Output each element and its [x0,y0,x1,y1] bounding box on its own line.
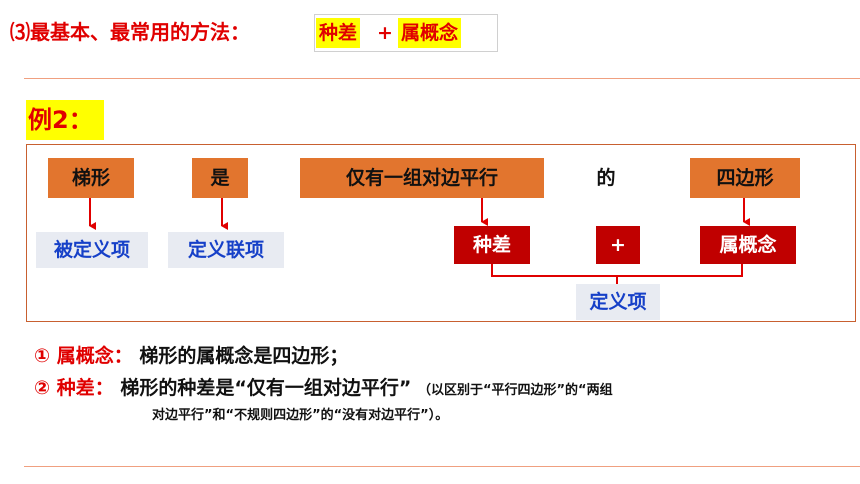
method-heading: ⑶最基本、最常用的方法： [10,20,250,44]
note-genus-label: ① 属概念： [34,345,133,367]
note-difference-aside-cont: 对边平行”和“不规则四边形”的“没有对边平行”）。 [152,408,449,423]
note-genus: ① 属概念： 梯形的属概念是四边形； [34,342,348,370]
word-quadrilateral: 四边形 [690,158,800,198]
label-definiens: 定义项 [576,284,660,320]
note-difference-aside: （以区别于“平行四边形”的“两组 [417,383,613,398]
example-label: 例2： [26,100,104,140]
label-genus: 属概念 [700,226,796,264]
word-de: 的 [596,167,616,189]
label-difference: 种差 [454,226,530,264]
difference-highlight: 种差 [316,18,361,48]
bottom-divider [24,466,860,467]
word-trapezoid: 梯形 [48,158,134,198]
label-connector: 定义联项 [168,232,284,268]
note-difference: ② 种差： 梯形的种差是“仅有一组对边平行” （以区别于“平行四边形”的“两组 [34,374,613,402]
word-differentia: 仅有一组对边平行 [300,158,544,198]
note-genus-text: 梯形的属概念是四边形； [139,345,349,367]
note-difference-text: 梯形的种差是“仅有一组对边平行” [120,377,412,399]
label-plus: + [596,226,640,264]
definiens-bracket [491,264,743,277]
label-defined-term: 被定义项 [36,232,148,268]
top-divider [24,78,860,79]
word-is: 是 [192,158,248,198]
genus-highlight: 属概念 [398,18,462,48]
plus-sign: + [377,22,393,44]
note-difference-label: ② 种差： [34,377,114,399]
example-frame [26,144,856,322]
